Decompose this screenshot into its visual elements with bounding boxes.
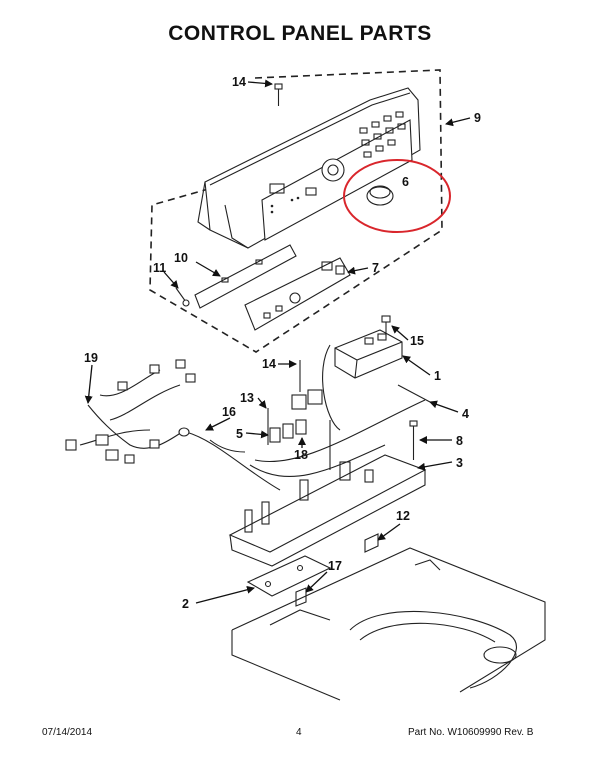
screw-8 xyxy=(409,420,418,460)
callout-16: 16 xyxy=(222,405,236,419)
wire-harness xyxy=(65,359,196,464)
washer-top-cabinet xyxy=(231,547,546,701)
screw-15 xyxy=(381,315,391,336)
callout-15: 15 xyxy=(410,334,424,348)
knob-highlight-circle xyxy=(343,159,451,233)
footer-part-number: Part No. W10609990 Rev. B xyxy=(408,727,534,738)
callout-labels: 14 9 6 10 11 7 15 19 14 1 13 16 4 5 18 8… xyxy=(84,75,481,611)
footer-date: 07/14/2014 xyxy=(42,727,93,738)
callout-12: 12 xyxy=(396,509,410,523)
callout-2: 2 xyxy=(182,597,189,611)
callout-17: 17 xyxy=(328,559,342,573)
callout-5: 5 xyxy=(236,427,243,441)
screw-11 xyxy=(175,287,190,307)
overlay-board xyxy=(194,244,297,309)
callout-8: 8 xyxy=(456,434,463,448)
callout-14-mid: 14 xyxy=(262,357,276,371)
callout-3: 3 xyxy=(456,456,463,470)
screw-top xyxy=(274,83,283,106)
callout-6: 6 xyxy=(402,175,409,189)
page-title: CONTROL PANEL PARTS xyxy=(168,22,432,45)
callout-1: 1 xyxy=(434,369,441,383)
callout-10: 10 xyxy=(174,251,188,265)
knob xyxy=(366,185,394,206)
inlet-valves xyxy=(267,360,331,470)
console-assembly-boundary xyxy=(149,69,443,353)
callout-19: 19 xyxy=(84,351,98,365)
callout-11: 11 xyxy=(153,261,166,275)
callout-7: 7 xyxy=(372,261,379,275)
callout-9: 9 xyxy=(474,111,481,125)
bracket-plate xyxy=(246,555,332,597)
callout-14-top: 14 xyxy=(232,75,246,89)
clips xyxy=(295,533,379,607)
main-control-module xyxy=(334,329,403,379)
console-housing xyxy=(197,87,421,249)
callout-4: 4 xyxy=(462,407,469,421)
callout-leaders xyxy=(84,79,471,604)
callout-13: 13 xyxy=(240,391,254,405)
footer-page-number: 4 xyxy=(296,727,302,738)
callout-18: 18 xyxy=(294,448,308,462)
ui-control-board xyxy=(244,257,351,331)
pressure-hose-and-wiring xyxy=(178,344,431,491)
